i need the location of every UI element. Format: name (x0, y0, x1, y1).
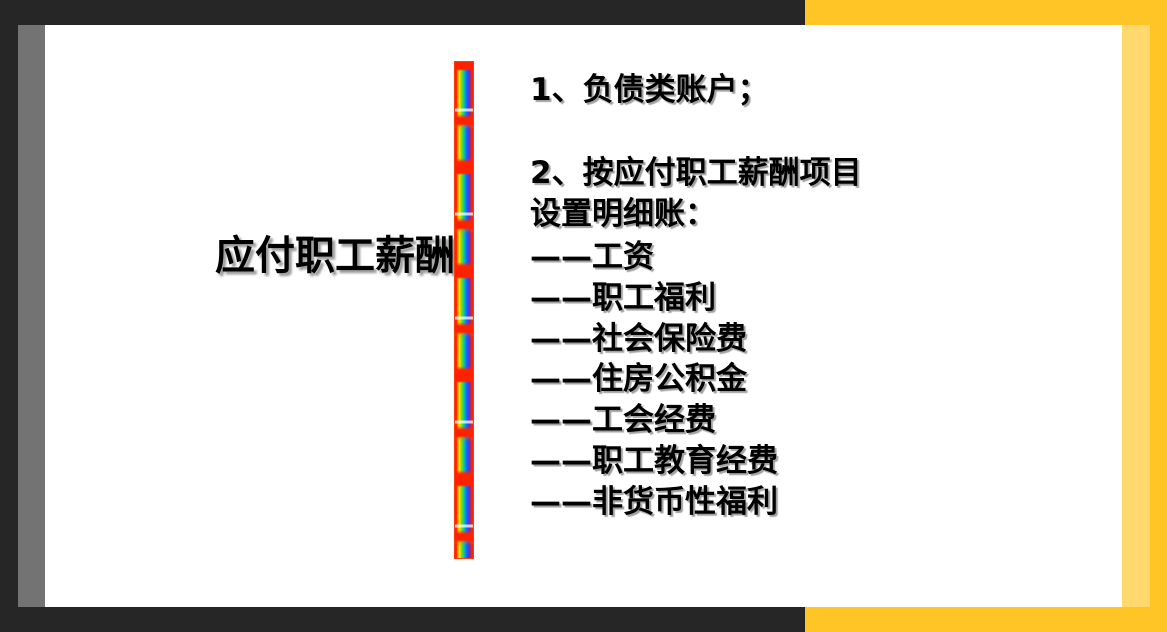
decorative-band-yellow-right-light (1122, 25, 1150, 607)
decorative-band-yellow-bottom (805, 607, 1167, 632)
list-item: ——社会保险费 (530, 320, 747, 357)
list-item: ——职工教育经费 (530, 443, 778, 480)
body-text-column: 1、负债类账户； 2、按应付职工薪酬项目 设置明细账： ——工资 ——职工福利 … (530, 70, 1090, 523)
list-item: ——职工福利 (530, 279, 716, 316)
rainbow-divider-bar (455, 62, 473, 558)
slide-title: 应付职工薪酬 (215, 233, 455, 279)
body-point-2-line-1: 2、按应付职工薪酬项目 (530, 154, 862, 191)
list-item: ——工资 (530, 238, 654, 275)
sub-account-list: ——工资 ——职工福利 ——社会保险费 ——住房公积金 ——工会经费 ——职工教… (530, 237, 1090, 523)
decorative-band-yellow-right (1150, 0, 1167, 632)
list-item: ——非货币性福利 (530, 484, 778, 521)
body-point-2-line-2: 设置明细账： (530, 195, 716, 232)
list-item: ——住房公积金 (530, 361, 747, 398)
slide-content-page: 应付职工薪酬 1、负债类账户； 2、按应付职工薪酬项目 设置明细账： ——工资 … (45, 25, 1122, 607)
body-point-1: 1、负债类账户； (530, 72, 769, 108)
decorative-band-yellow-top (805, 0, 1167, 25)
list-item: ——工会经费 (530, 402, 716, 439)
decorative-band-grey-left (18, 25, 45, 607)
